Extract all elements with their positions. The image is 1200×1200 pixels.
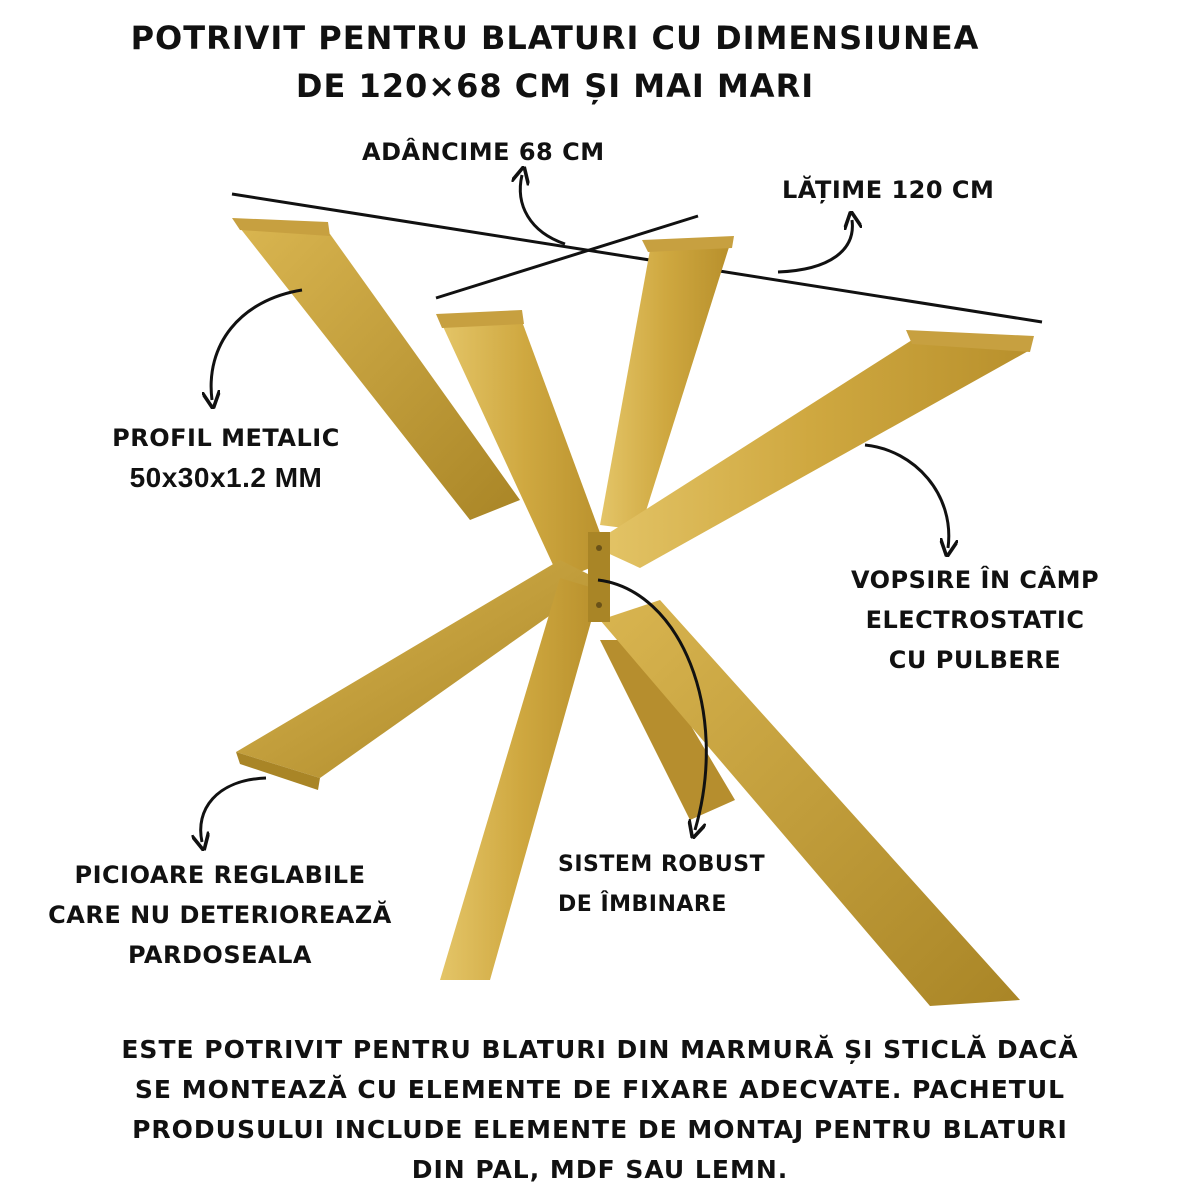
joint-label-line-1: SISTEM ROBUST xyxy=(558,852,766,877)
paint-arrow xyxy=(864,443,949,548)
paint-label: VOPSIRE ÎN CÂMP ELECTROSTATIC CU PULBERE xyxy=(820,560,1130,680)
feet-label: PICIOARE REGLABILE CARE NU DETERIOREAZĂ … xyxy=(30,855,410,975)
width-arrow xyxy=(777,220,852,274)
title-line-1: POTRIVIT PENTRU BLATURI CU DIMENSIUNEA xyxy=(130,19,980,57)
leg-front-left xyxy=(436,310,1020,1006)
profile-label-line-2: 50x30x1.2 MM xyxy=(129,462,323,493)
leg-bottom-left xyxy=(236,560,600,790)
footer-line-2: SE MONTEAZĂ CU ELEMENTE DE FIXARE ADECVA… xyxy=(134,1075,1066,1104)
footer-line-3: PRODUSULUI INCLUDE ELEMENTE DE MONTAJ PE… xyxy=(132,1115,1068,1144)
profile-label: PROFIL METALIC 50x30x1.2 MM xyxy=(86,418,366,498)
paint-label-line-1: VOPSIRE ÎN CÂMP xyxy=(850,566,1100,594)
joint-arrow xyxy=(597,578,708,830)
title-line-2: DE 120×68 CM ȘI MAI MARI xyxy=(295,67,815,105)
profile-label-line-1: PROFIL METALIC xyxy=(112,424,340,452)
footer-line-4: DIN PAL, MDF SAU LEMN. xyxy=(411,1155,789,1184)
feet-arrow xyxy=(201,776,267,842)
joint-label-line-2: DE ÎMBINARE xyxy=(558,892,727,917)
joint-plate xyxy=(588,532,610,622)
footer-note: ESTE POTRIVIT PENTRU BLATURI DIN MARMURĂ… xyxy=(60,1030,1140,1190)
leg-back-left xyxy=(232,218,520,520)
joint-label: SISTEM ROBUST DE ÎMBINARE xyxy=(558,845,765,925)
paint-label-line-2: ELECTROSTATIC xyxy=(865,606,1085,634)
feet-label-line-3: PARDOSEALA xyxy=(128,941,312,969)
feet-label-line-2: CARE NU DETERIOREAZĂ xyxy=(48,901,392,929)
paint-label-line-3: CU PULBERE xyxy=(888,646,1062,674)
feet-label-line-1: PICIOARE REGLABILE xyxy=(74,861,366,889)
profile-arrow xyxy=(211,288,303,400)
width-guide-line xyxy=(231,192,1043,324)
footer-line-1: ESTE POTRIVIT PENTRU BLATURI DIN MARMURĂ… xyxy=(121,1035,1079,1064)
leg-front-right xyxy=(590,330,1034,568)
leg-bottom-center xyxy=(440,578,600,980)
depth-arrow xyxy=(520,175,566,246)
width-label: LĂȚIME 120 CM xyxy=(782,176,995,204)
depth-label: ADÂNCIME 68 CM xyxy=(362,138,605,166)
page-title: POTRIVIT PENTRU BLATURI CU DIMENSIUNEA D… xyxy=(0,14,1110,110)
leg-back-right xyxy=(600,236,735,820)
depth-guide-line xyxy=(435,214,699,300)
